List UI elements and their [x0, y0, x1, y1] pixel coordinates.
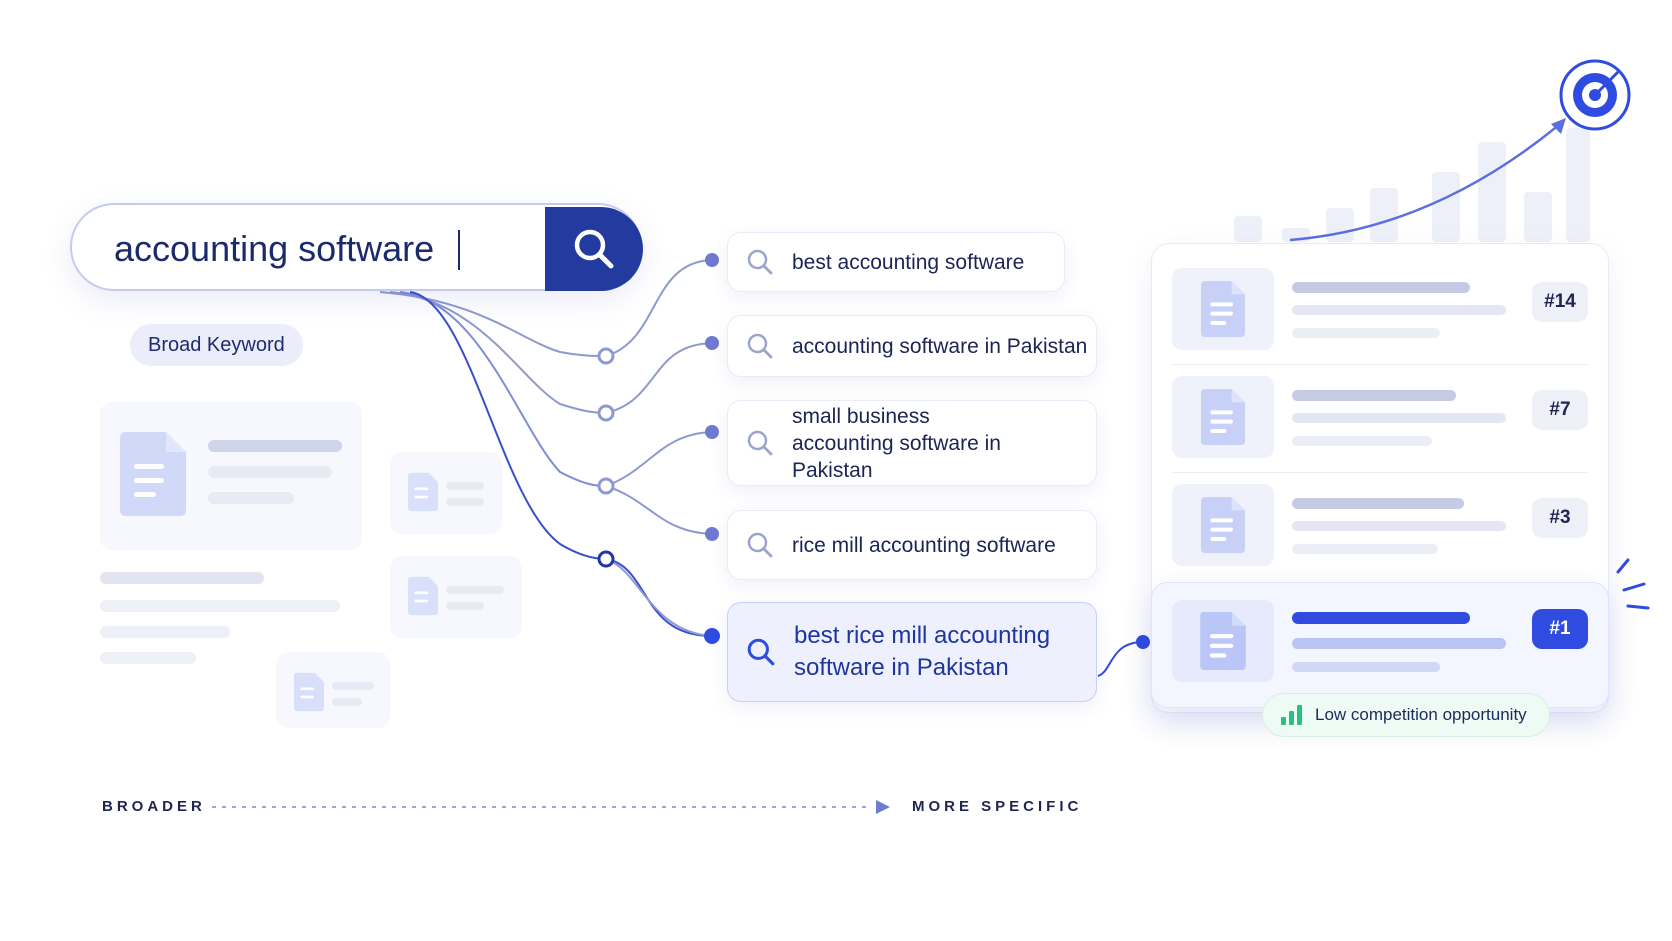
document-icon	[408, 576, 438, 621]
rank-badge: #3	[1532, 498, 1588, 538]
target-icon	[1558, 58, 1632, 132]
keyword-label: best rice mill accounting software in Pa…	[794, 622, 1051, 681]
document-icon	[1200, 612, 1246, 670]
keyword-label: small business accounting software in Pa…	[792, 404, 1001, 482]
axis-label-more-specific: MORE SPECIFIC	[912, 798, 1083, 815]
keyword-card[interactable]: best accounting software	[727, 232, 1065, 292]
document-icon	[1201, 281, 1245, 337]
growth-arrow	[1289, 123, 1561, 242]
search-icon	[746, 531, 774, 559]
rank-badge: #14	[1532, 282, 1588, 322]
rank-badge: #7	[1532, 390, 1588, 430]
rank-badge-top: #1	[1532, 609, 1588, 649]
document-icon	[294, 672, 324, 717]
axis-label-broader: BROADER	[102, 798, 206, 815]
opportunity-label: Low competition opportunity	[1315, 705, 1527, 724]
result-thumbnail	[1172, 376, 1274, 458]
document-icon	[1201, 497, 1245, 553]
keyword-card[interactable]: accounting software in Pakistan	[727, 315, 1097, 377]
document-icon	[120, 432, 186, 521]
broad-results-preview	[78, 380, 528, 680]
document-icon	[1201, 389, 1245, 445]
growth-bars-background	[1234, 128, 1590, 242]
result-thumbnail	[1172, 268, 1274, 350]
search-icon	[746, 332, 774, 360]
opportunity-badge: Low competition opportunity	[1262, 693, 1550, 737]
search-input[interactable]: accounting software	[114, 228, 435, 269]
search-button[interactable]	[545, 207, 643, 291]
arrow-right-icon	[876, 800, 890, 814]
result-thumbnail	[1172, 484, 1274, 566]
result-thumbnail	[1172, 600, 1274, 682]
keyword-card[interactable]: small business accounting software in Pa…	[727, 400, 1097, 486]
document-icon	[408, 472, 438, 517]
keyword-label: best accounting software	[792, 250, 1025, 274]
keyword-card-highlighted[interactable]: best rice mill accounting software in Pa…	[727, 602, 1097, 702]
broad-keyword-badge: Broad Keyword	[130, 324, 303, 366]
search-icon	[574, 229, 614, 269]
search-icon	[746, 248, 774, 276]
search-icon	[746, 637, 776, 667]
sparkle-decoration	[1616, 558, 1650, 610]
keyword-label: accounting software in Pakistan	[792, 334, 1088, 358]
keyword-card[interactable]: rice mill accounting software	[727, 510, 1097, 580]
search-icon	[746, 429, 774, 457]
keyword-label: rice mill accounting software	[792, 533, 1056, 557]
text-caret	[458, 230, 460, 270]
bar-chart-icon	[1281, 705, 1303, 725]
